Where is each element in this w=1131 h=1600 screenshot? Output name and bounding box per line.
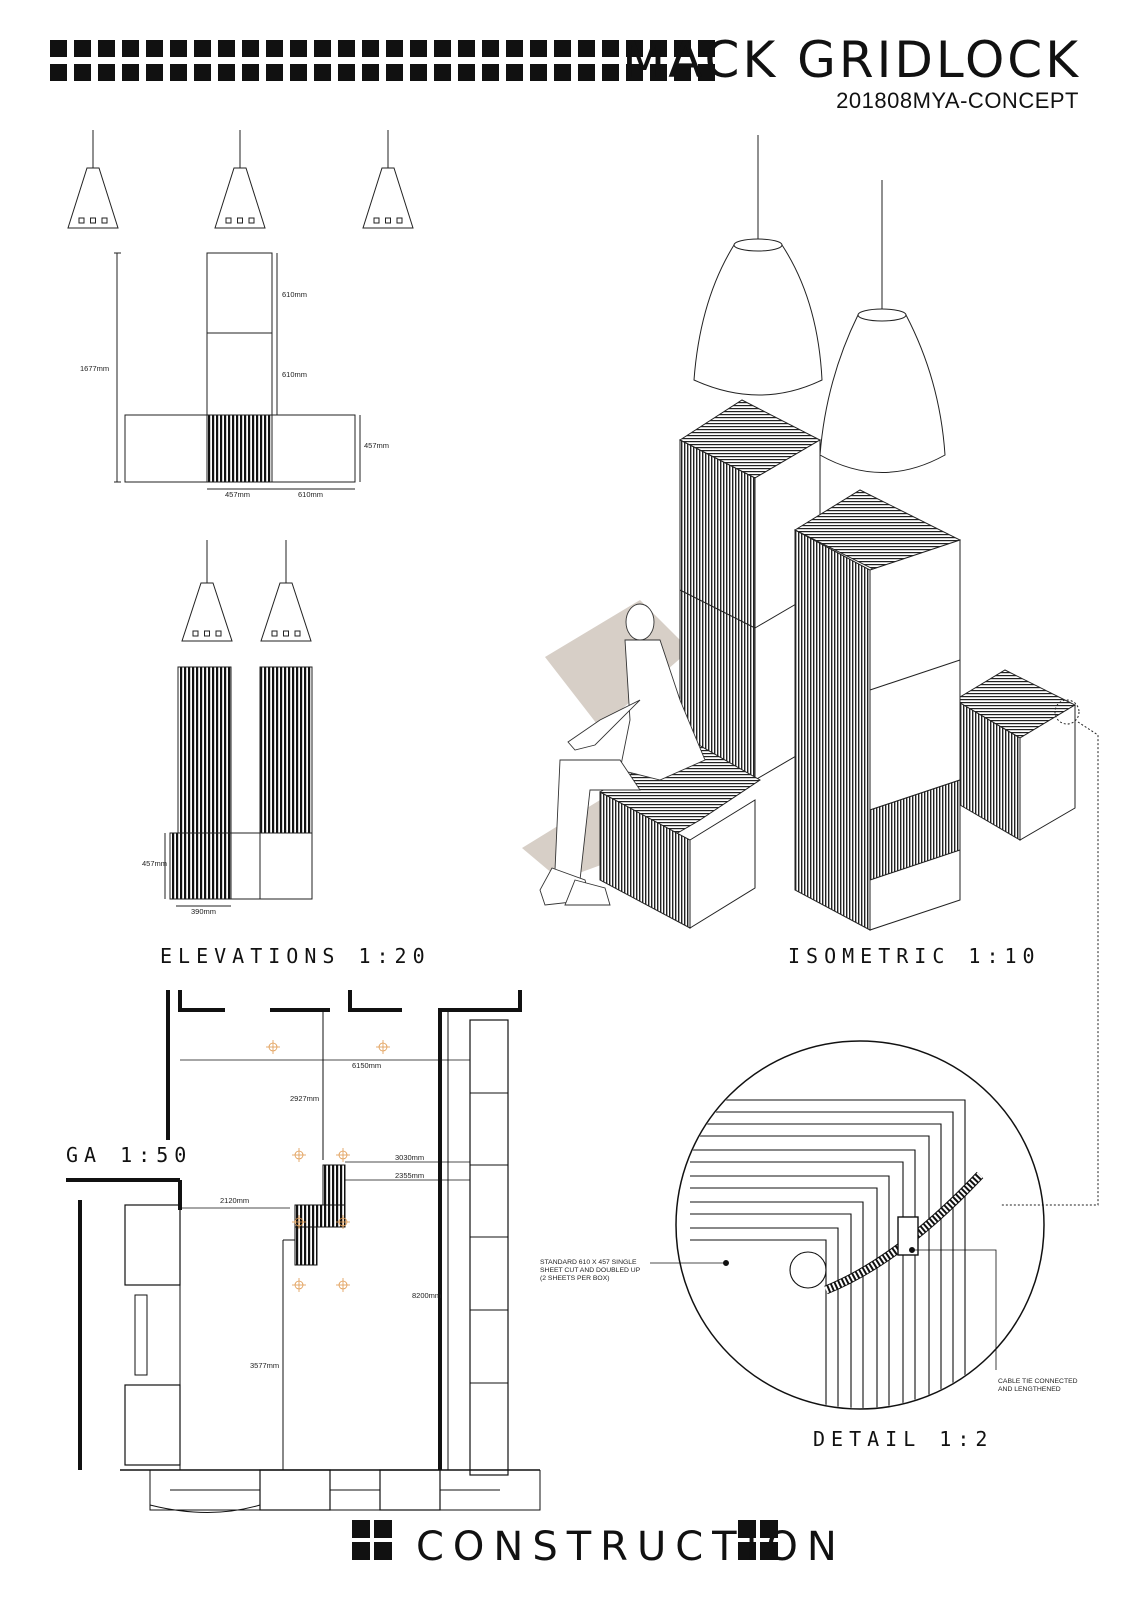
checker-square xyxy=(602,64,619,81)
checker-square xyxy=(458,40,475,57)
checker-square xyxy=(314,64,331,81)
footer-checker-right xyxy=(738,1520,778,1560)
dim-ga-offset-b: 2355mm xyxy=(395,1171,424,1180)
note-tie-line1: CABLE TIE CONNECTED xyxy=(998,1378,1078,1385)
checker-pattern xyxy=(50,40,715,81)
checker-square xyxy=(698,64,715,81)
checker-square xyxy=(410,40,427,57)
heading-isometric: ISOMETRIC 1:10 xyxy=(788,944,1041,968)
dim-ga-depth-top: 2927mm xyxy=(290,1094,319,1103)
checker-square xyxy=(386,40,403,57)
checker-square xyxy=(218,64,235,81)
checker-square xyxy=(314,40,331,57)
checker-square xyxy=(362,64,379,81)
checker-square xyxy=(530,40,547,57)
checker-square xyxy=(218,40,235,57)
checker-square xyxy=(266,40,283,57)
heading-elevations: ELEVATIONS 1:20 xyxy=(160,944,431,968)
checker-square xyxy=(506,40,523,57)
checker-square xyxy=(290,40,307,57)
checker-square xyxy=(650,40,667,57)
checker-square xyxy=(338,64,355,81)
checker-square xyxy=(650,64,667,81)
checker-square xyxy=(482,40,499,57)
checker-square xyxy=(458,64,475,81)
front-elevation xyxy=(114,252,361,490)
checker-square xyxy=(554,40,571,57)
checker-square xyxy=(578,64,595,81)
checker-square xyxy=(98,40,115,57)
checker-square xyxy=(170,64,187,81)
checker-square xyxy=(626,64,643,81)
checker-square xyxy=(194,40,211,57)
sheet-title: MACK GRIDLOCK xyxy=(622,31,1081,89)
checker-square xyxy=(506,64,523,81)
dim-ga-left: 2120mm xyxy=(220,1196,249,1205)
dim-base-width-a: 457mm xyxy=(225,490,250,499)
checker-square xyxy=(50,64,67,81)
detail-view xyxy=(650,1040,1045,1410)
checker-square xyxy=(170,40,187,57)
checker-square xyxy=(74,40,91,57)
checker-square xyxy=(98,64,115,81)
checker-square xyxy=(74,64,91,81)
checker-square xyxy=(362,40,379,57)
checker-square xyxy=(482,64,499,81)
checker-square xyxy=(338,40,355,57)
checker-square xyxy=(122,64,139,81)
checker-square xyxy=(122,40,139,57)
checker-square xyxy=(146,40,163,57)
checker-square xyxy=(386,64,403,81)
checker-square xyxy=(290,64,307,81)
checker-square xyxy=(698,40,715,57)
footer-label: CONSTRUCTION xyxy=(416,1524,846,1570)
isometric-view xyxy=(522,135,1099,1206)
dim-base-width-b: 610mm xyxy=(298,490,323,499)
pendant-lamps-side xyxy=(181,540,312,642)
checker-square xyxy=(626,40,643,57)
heading-ga: GA 1:50 xyxy=(66,1143,193,1167)
dim-ga-offset-a: 3030mm xyxy=(395,1153,424,1162)
ga-plan xyxy=(66,990,541,1513)
checker-square xyxy=(530,64,547,81)
checker-square xyxy=(194,64,211,81)
dim-side-base-width: 390mm xyxy=(191,907,216,916)
checker-square xyxy=(266,64,283,81)
note-sheet-line3: (2 SHEETS PER BOX) xyxy=(540,1275,610,1282)
dim-side-base-height: 457mm xyxy=(142,859,167,868)
heading-detail: DETAIL 1:2 xyxy=(813,1427,994,1451)
checker-square xyxy=(674,40,691,57)
dim-box-upper: 610mm xyxy=(282,290,307,299)
checker-square xyxy=(602,40,619,57)
dim-ga-bottom: 3577mm xyxy=(250,1361,279,1370)
dim-ga-length: 8200mm xyxy=(412,1291,441,1300)
checker-square xyxy=(554,64,571,81)
checker-square xyxy=(674,64,691,81)
pendant-lamps-front xyxy=(67,130,414,229)
checker-square xyxy=(146,64,163,81)
dim-ga-width-top: 6150mm xyxy=(352,1061,381,1070)
dim-base-height: 457mm xyxy=(364,441,389,450)
project-code: 201808MYA-CONCEPT xyxy=(836,88,1079,113)
checker-square xyxy=(434,40,451,57)
checker-band xyxy=(50,40,715,81)
note-tie-line2: AND LENGTHENED xyxy=(998,1386,1061,1393)
dim-box-lower: 610mm xyxy=(282,370,307,379)
checker-square xyxy=(434,64,451,81)
checker-square xyxy=(242,40,259,57)
footer-checker-left xyxy=(352,1520,392,1560)
side-elevation xyxy=(164,666,313,907)
note-sheet-line2: SHEET CUT AND DOUBLED UP xyxy=(540,1267,641,1274)
note-sheet-line1: STANDARD 610 X 457 SINGLE xyxy=(540,1259,637,1266)
checker-square xyxy=(242,64,259,81)
checker-square xyxy=(578,40,595,57)
checker-square xyxy=(50,40,67,57)
dim-total-height: 1677mm xyxy=(80,364,109,373)
checker-square xyxy=(410,64,427,81)
